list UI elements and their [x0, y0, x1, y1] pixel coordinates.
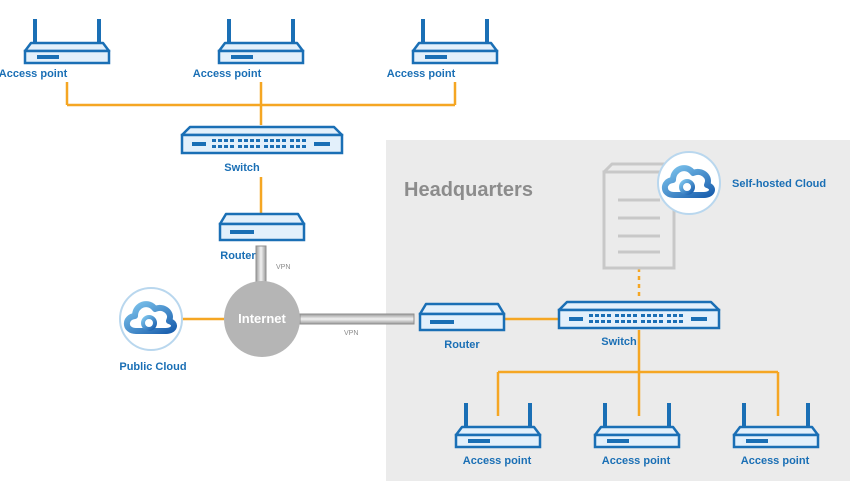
access-point-label: Access point [193, 68, 262, 80]
branch-switch: Switch [180, 125, 344, 174]
headquarters-switch: Switch [557, 300, 721, 348]
branch-router: Router [218, 212, 306, 262]
public-cloud-label: Public Cloud [119, 361, 186, 373]
access-point-label: Access point [602, 455, 671, 467]
router-icon [218, 212, 306, 242]
self-hosted-cloud-label: Self-hosted Cloud [732, 178, 826, 190]
switch-icon [557, 300, 721, 330]
router-icon [418, 302, 506, 332]
branch-access-point-3: Access point [387, 17, 499, 80]
server: Self-hosted Cloud [602, 152, 826, 270]
cloud-icon [658, 152, 720, 214]
internet-node: Internet [224, 281, 300, 357]
vpn-label-right: VPN [344, 330, 358, 337]
headquarters-links [496, 268, 780, 416]
router-label: Router [444, 339, 480, 351]
access-point-label: Access point [463, 455, 532, 467]
branch-access-point-2: Access point [193, 17, 305, 80]
switch-label: Switch [601, 336, 637, 348]
headquarters-label: Headquarters [404, 179, 533, 201]
globe-icon [224, 281, 300, 357]
headquarters-access-point-1: Access point [454, 401, 542, 467]
switch-icon [180, 125, 344, 155]
access-point-label: Access point [387, 68, 456, 80]
headquarters-router: Router [418, 302, 506, 351]
headquarters-access-point-2: Access point [593, 401, 681, 467]
vpn-tunnel-horizontal [299, 313, 415, 325]
access-point-icon [217, 17, 305, 65]
headquarters-access-point-3: Access point [732, 401, 820, 467]
access-point-icon [411, 17, 499, 65]
internet-label: Internet [238, 311, 286, 326]
switch-label: Switch [224, 162, 260, 174]
branch-access-point-1: Access point [0, 17, 111, 80]
vpn-label-top: VPN [276, 264, 290, 271]
access-point-icon [23, 17, 111, 65]
access-point-label: Access point [741, 455, 810, 467]
cloud-icon [120, 288, 182, 350]
branch-links [65, 82, 457, 321]
public-cloud: Public Cloud [119, 288, 187, 373]
router-label: Router [220, 250, 256, 262]
access-point-label: Access point [0, 68, 68, 80]
